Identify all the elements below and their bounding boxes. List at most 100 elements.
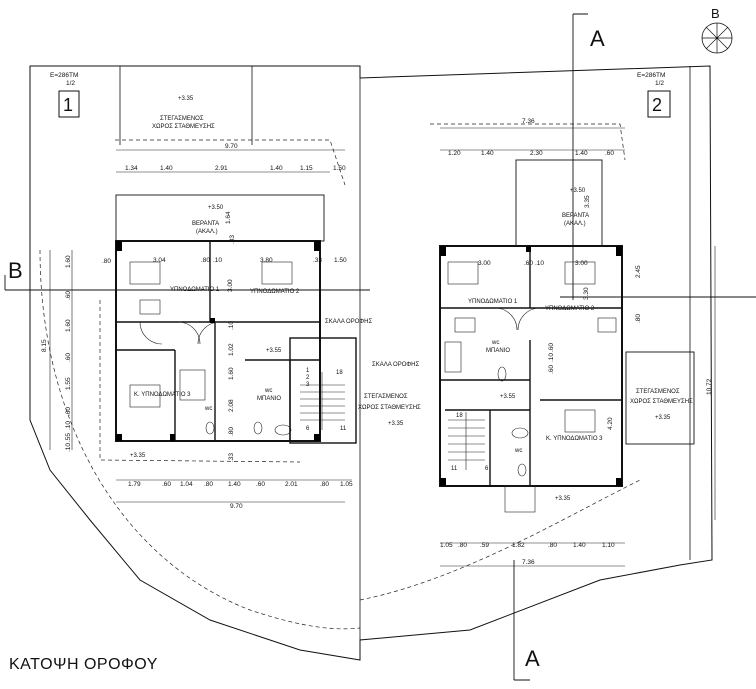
unit-2-dim-bottom-2: .80 [458,542,467,549]
unit-2-bath: ΜΠΑΝΙΟ [486,348,510,354]
drawing-title: ΚΑΤΟΨΗ ΟΡΟΦΟΥ [9,656,158,673]
unit-1-entry-elev: +3.35 [130,453,146,459]
unit-1-inner-dim-12: 1.60 [228,367,235,380]
unit-1-inner-dim-3: .80 [201,257,210,264]
unit-2-veranda-line-1: ΒΕΡΑΝΤΑ [562,213,589,219]
site-boundary [29,65,713,661]
unit-2-bedroom-2: ΥΠΝΟΔΩΜΑΤΙΟ 2 [545,306,595,312]
unit-2-veranda-line-2: (ΑΚΑΛ.) [564,221,586,227]
unit-1-number: 1 [63,95,73,115]
unit-1-dim-bottom-2: .60 [162,481,171,488]
unit-2-dim-bottom-3: .59 [480,542,489,549]
unit-1-dim-left-1: 1.60 [65,255,72,268]
unit-2-hall-elev: +3.55 [500,394,516,400]
unit-1-dim-top-4: 1.40 [270,165,283,172]
unit-1-step-2: 2 [306,375,310,381]
unit-1-step-6: 6 [306,426,310,432]
unit-2-inner-dim-5: 2.45 [635,265,642,278]
unit-1-dim-top-6: 1.50 [333,165,346,172]
unit-1-total-top: 9.70 [225,143,238,150]
unit-2-inner-dim-11: 3.30 [583,287,590,300]
section-a-top-label: A [590,26,605,51]
unit-1-dim-top-3: 2.91 [215,165,228,172]
unit-1-hall-elev: +3.55 [266,348,282,354]
unit-1 [49,90,357,503]
unit-1-fraction: 1/2 [66,80,75,87]
unit-2-dim-bottom-4: 1.82 [512,542,525,549]
unit-2-veranda-depth: 3.35 [584,195,591,208]
unit-1-dim-top-2: 1.40 [160,165,173,172]
unit-2 [439,90,716,567]
unit-2-parking-elev: +3.35 [655,415,671,421]
unit-2-veranda-elev: +3.50 [570,188,586,194]
unit-2-parking-line-1: ΣΤΕΓΑΣΜΕΝΟΣ [636,389,680,395]
unit-1-inner-dim-5: 3.80 [260,257,273,264]
unit-1-dim-left-2: .60 [65,291,72,300]
unit-1-bedroom-3: Κ. ΥΠΝΟΔΩΜΑΤΙΟ 3 [134,392,191,398]
unit-1-step-3: 3 [306,382,310,388]
unit-2-dim-top-5: .60 [605,150,614,157]
unit-1-dim-bottom-7: 2.01 [285,481,298,488]
unit-1-dim-left-9: .10 [65,443,72,452]
north-label: B [711,6,720,21]
unit-1-dim-left-8: .55 [65,433,72,442]
unit-1-dim-left-5: 1.55 [65,377,72,390]
unit-1-dim-bottom-3: 1.04 [180,481,193,488]
unit-2-inner-dim-3: .10 [535,260,544,267]
unit-2-wc: wc [491,340,499,346]
unit-1-veranda-elev: +3.50 [208,205,224,211]
unit-1-veranda-depth: 1.64 [225,211,232,224]
unit-1-step-18: 18 [336,370,343,376]
unit-2-step-18: 18 [456,413,463,419]
unit-2-dim-bottom-6: 1.40 [573,542,586,549]
unit-1-parking-line-2: ΧΩΡΟΣ ΣΤΑΘΜΕΥΣΗΣ [152,124,215,130]
unit-1-inner-dim-13: 2.08 [228,399,235,412]
unit-2-bedroom-1: ΥΠΝΟΔΩΜΑΤΙΟ 1 [468,299,518,305]
section-line-a [513,13,588,681]
unit-2-total-right: 10.72 [706,378,713,395]
unit-1-total-bottom: 9.70 [230,503,243,510]
unit-1-stair-label: ΣΚΑΛΑ ΟΡΟΦΗΣ [325,319,373,325]
unit-1-parking-elev: +3.35 [178,96,194,102]
unit-2-fraction: 1/2 [655,80,664,87]
unit-1-dim-top-1: 1.34 [125,165,138,172]
unit-2-inner-dim-9: .60 [548,365,555,374]
unit-1-area: E=286TM [50,72,78,79]
unit-2-dim-bottom-7: 1.10 [602,542,615,549]
unit-2-inner-dim-1: 3.00 [478,260,491,267]
unit-2-dim-top-1: 1.20 [448,150,461,157]
unit-1-inner-dim-11: .10 [228,321,235,330]
unit-1-inner-dim-14: .80 [228,427,235,436]
section-a-bottom-label: A [525,646,540,671]
unit-1-dim-bottom-8: .80 [320,481,329,488]
unit-1-dim-left-3: 1.60 [65,319,72,332]
unit-2-area: E=286TM [637,72,665,79]
unit-1-wc: wc [204,406,212,412]
unit-2-step-6: 6 [485,466,489,472]
unit-2-dim-bottom-5: .80 [548,542,557,549]
unit-1-veranda-line-1: ΒΕΡΑΝΤΑ [192,221,219,227]
unit-2-entry-elev: +3.35 [555,496,571,502]
unit-1-inner-dim-6: .33 [313,257,322,264]
unit-1-inner-dim-7: 1.50 [334,257,347,264]
unit-1-dim-top-5: 1.15 [300,165,313,172]
unit-1-dim-left-4: .60 [65,353,72,362]
unit-1-inner-dim-4: .10 [213,257,222,264]
unit-1-dim-bottom-9: 1.05 [340,481,353,488]
north-arrow [701,22,733,54]
unit-1-dim-bottom-6: .60 [256,481,265,488]
unit-1-dim-bottom-4: .80 [204,481,213,488]
unit-1-total-left: 8.15 [41,339,48,352]
unit-1-step-11: 11 [340,426,347,432]
unit-2-dim-top-3: 2.30 [530,150,543,157]
unit-2-number: 2 [652,95,662,115]
unit-2-parking-line-2: ΧΩΡΟΣ ΣΤΑΘΜΕΥΣΗΣ [630,399,693,405]
unit-2-total-top: 7.36 [522,118,535,125]
unit-2-wc-2: wc [514,448,522,454]
unit-1-dim-bottom-1: 1.79 [128,481,141,488]
unit-2-inner-dim-7: .60 [548,343,555,352]
unit-2-inner-dim-2: .60 [524,260,533,267]
unit-1-inner-dim-9: 3.00 [227,279,234,292]
unit-2-dim-bottom-1: 1.05 [440,542,453,549]
unit-2-inner-dim-8: .10 [548,353,555,362]
